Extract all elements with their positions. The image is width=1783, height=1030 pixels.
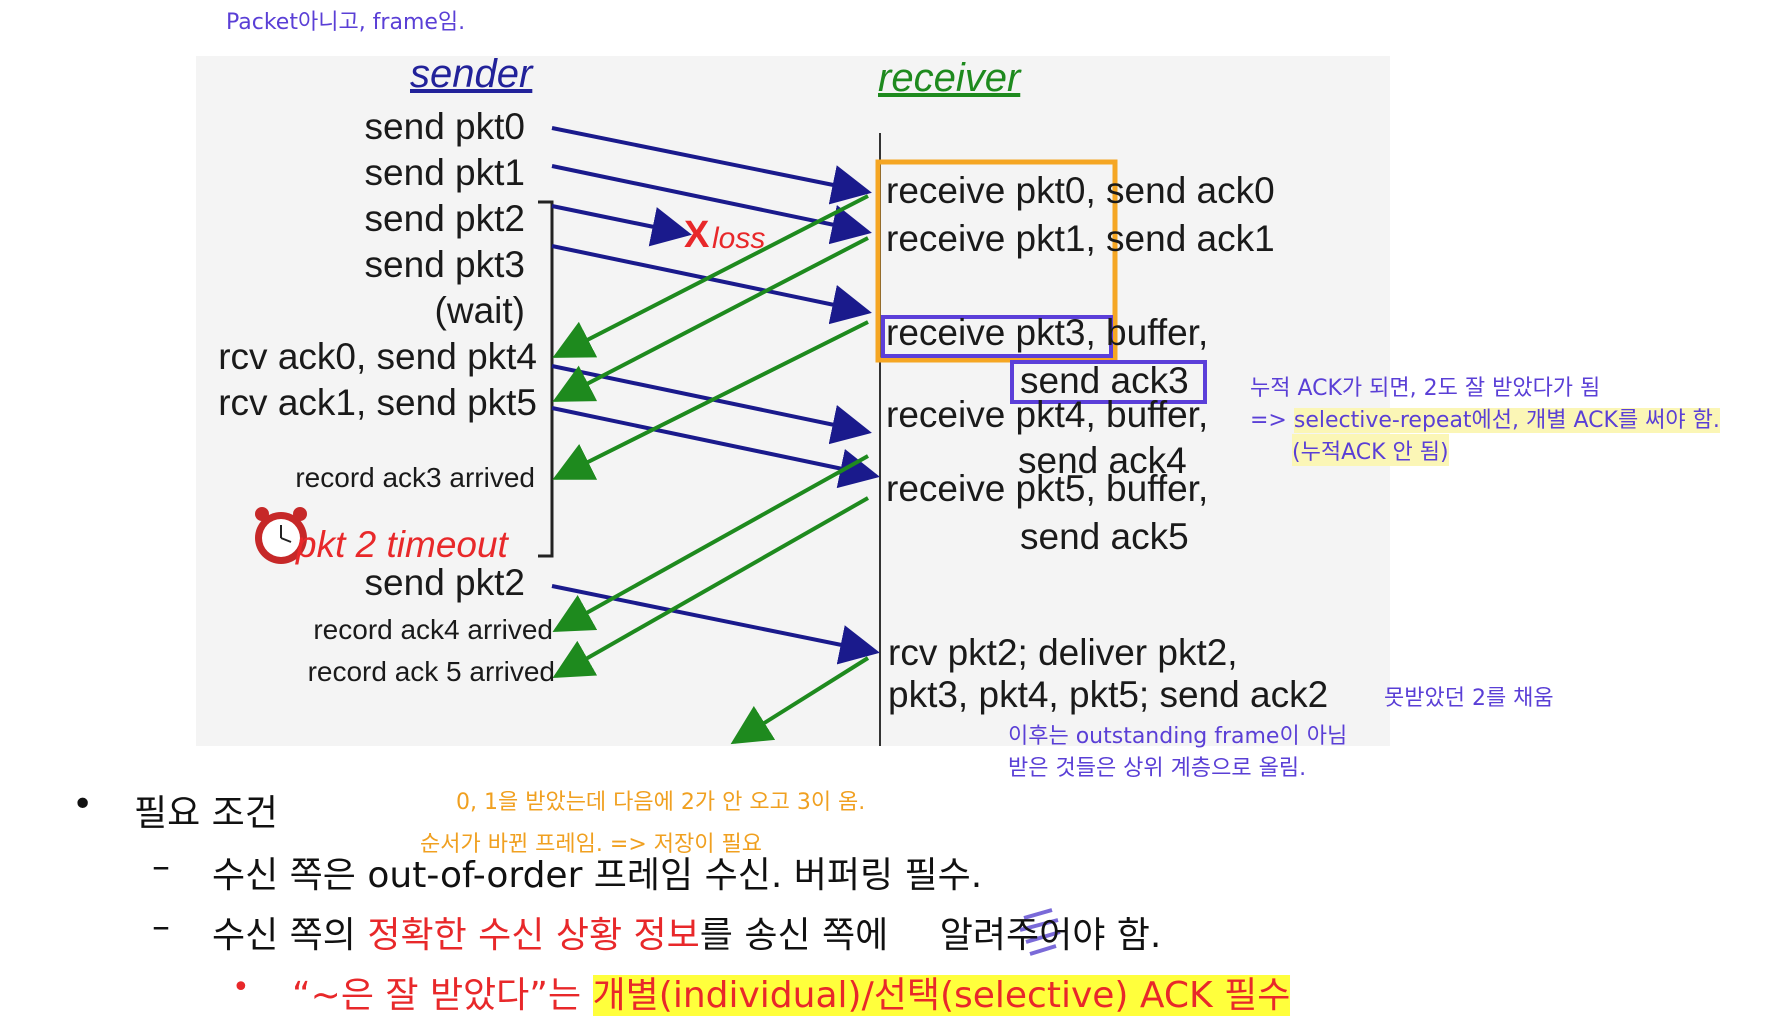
note-cumulative-1: 누적 ACK가 되면, 2도 잘 받았다가 됨 (1250, 376, 1601, 401)
sender-send-pkt0: send pkt0 (364, 106, 525, 147)
dash-marker-2: – (152, 906, 170, 947)
receiver-send-ack5: send ack5 (1020, 516, 1189, 557)
arrow-pkt2-resend (551, 584, 880, 665)
purple-box-pkt3 (881, 315, 1113, 358)
receiver-send-ack3: send ack3 (1020, 360, 1189, 401)
note-order-2: 순서가 바뀐 프레임. => 저장이 필요 (420, 832, 762, 857)
bullet-required-conditions: 필요 조건 (134, 793, 278, 834)
scribble-mark-icon (1019, 908, 1061, 956)
arrow-pkt2-lost (551, 204, 692, 247)
arrow-ack4 (552, 454, 869, 632)
sub-bullet-precise-status: 수신 쪽의 정확한 수신 상황 정보를 송신 쪽에 알려주어야 함. (212, 915, 1162, 956)
receiver-send-ack4: send ack4 (1018, 440, 1187, 481)
sender-wait: (wait) (434, 290, 525, 331)
note-cumulative-3: (누적ACK 안 됨) (1292, 434, 1449, 466)
sender-send-pkt2: send pkt2 (364, 198, 525, 239)
arrow-pkt5 (551, 406, 880, 489)
pkt2-timeout: pkt 2 timeout (296, 524, 508, 565)
timer-bracket (538, 200, 554, 558)
arrow-pkt0 (551, 126, 872, 205)
note-after-2: 받은 것들은 상위 계층으로 올림. (1008, 756, 1307, 781)
sub-bullet-out-of-order: 수신 쪽은 out-of-order 프레임 수신. 버퍼링 필수. (212, 855, 983, 896)
arrow-ack5 (552, 496, 869, 678)
receiver-receive-pkt5: receive pkt5, buffer, (886, 468, 1209, 509)
top-note: Packet아니고, frame임. (226, 10, 466, 35)
sender-record-ack4: record ack4 arrived (313, 614, 553, 645)
note-fill: 못받았던 2를 채움 (1384, 686, 1554, 711)
sender-resend-pkt2: send pkt2 (364, 562, 525, 603)
arrow-ack2 (730, 656, 870, 745)
sender-record-ack5: record ack 5 arrived (307, 656, 555, 687)
receiver-receive-pkt0: receive pkt0, send ack0 (886, 170, 1275, 211)
dash-marker-1: – (152, 846, 170, 887)
note-after-1: 이후는 outstanding frame이 아님 (1008, 724, 1348, 749)
sender-rcv-ack1: rcv ack1, send pkt5 (218, 382, 537, 423)
receiver-receive-pkt1: receive pkt1, send ack1 (886, 218, 1275, 259)
loss-label: loss (712, 222, 766, 255)
bullet-marker: • (72, 784, 94, 825)
receiver-title: receiver (878, 56, 1021, 100)
orange-box-in-order (875, 159, 1118, 363)
alarm-clock-icon (255, 507, 307, 564)
sender-send-pkt1: send pkt1 (364, 152, 525, 193)
arrow-ack1 (552, 236, 869, 402)
purple-box-ack3 (1010, 360, 1207, 404)
arrow-ack3 (552, 320, 869, 480)
note-cumulative-2: => selective-repeat에선, 개별 ACK를 써야 함. (1250, 408, 1720, 433)
sender-send-pkt3: send pkt3 (364, 244, 525, 285)
sender-rcv-ack0: rcv ack0, send pkt4 (218, 336, 537, 377)
loss-x-mark: X (684, 214, 710, 256)
arrow-ack0 (552, 194, 869, 358)
sub-sub-bullet-selective-ack: “~은 잘 받았다”는 개별(individual)/선택(selective)… (292, 975, 1291, 1016)
sender-title: sender (410, 52, 533, 96)
dot-marker: • (232, 970, 250, 1005)
receiver-rcv-pkt2: rcv pkt2; deliver pkt2, (888, 632, 1238, 673)
receiver-receive-pkt3: receive pkt3, buffer, (886, 312, 1209, 353)
sender-record-ack3: record ack3 arrived (295, 462, 535, 493)
receiver-send-ack2: pkt3, pkt4, pkt5; send ack2 (888, 674, 1329, 715)
note-order-1: 0, 1을 받았는데 다음에 2가 안 오고 3이 옴. (456, 790, 866, 815)
receiver-receive-pkt4: receive pkt4, buffer, (886, 394, 1209, 435)
